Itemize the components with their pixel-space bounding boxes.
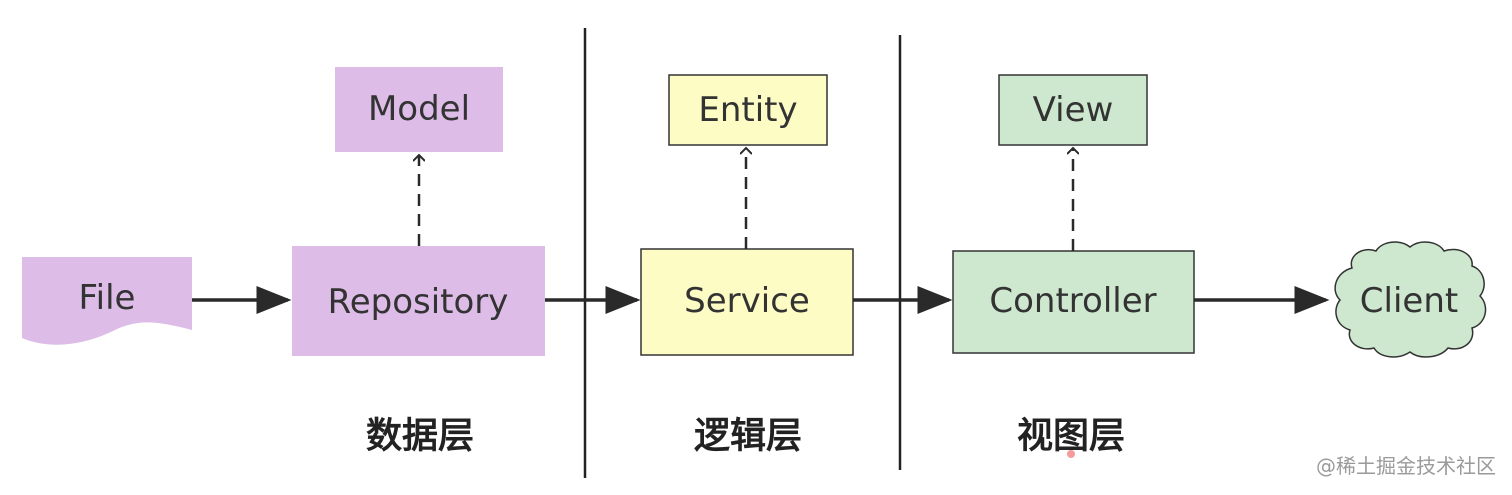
model-box	[335, 67, 503, 152]
layer-label-logic: 逻辑层	[694, 416, 802, 457]
controller-node: Controller	[952, 250, 1195, 354]
file-node: File	[22, 257, 192, 345]
watermark: @稀土掘金技术社区	[1316, 454, 1496, 478]
entity-label: Entity	[698, 90, 797, 130]
repository-label: Repository	[328, 282, 509, 322]
view-node: View	[998, 74, 1148, 146]
file-label: File	[79, 278, 136, 318]
cursor-dot	[1067, 450, 1075, 458]
client-label: Client	[1360, 281, 1458, 321]
layer-label-view: 视图层	[1017, 416, 1125, 457]
entity-node: Entity	[668, 74, 828, 146]
view-label: View	[1033, 90, 1114, 130]
model-label: Model	[368, 89, 470, 129]
client-node: Client	[1334, 241, 1487, 358]
client-cloud-shape	[1334, 241, 1487, 358]
layer-label-data: 数据层	[366, 416, 474, 457]
service-node: Service	[640, 248, 854, 356]
repository-node: Repository	[292, 246, 545, 356]
entity-box	[668, 74, 828, 146]
service-label: Service	[684, 281, 810, 321]
repository-box	[292, 246, 545, 356]
controller-label: Controller	[989, 281, 1156, 321]
file-shape	[22, 257, 192, 345]
model-node: Model	[335, 67, 503, 152]
view-box	[998, 74, 1148, 146]
